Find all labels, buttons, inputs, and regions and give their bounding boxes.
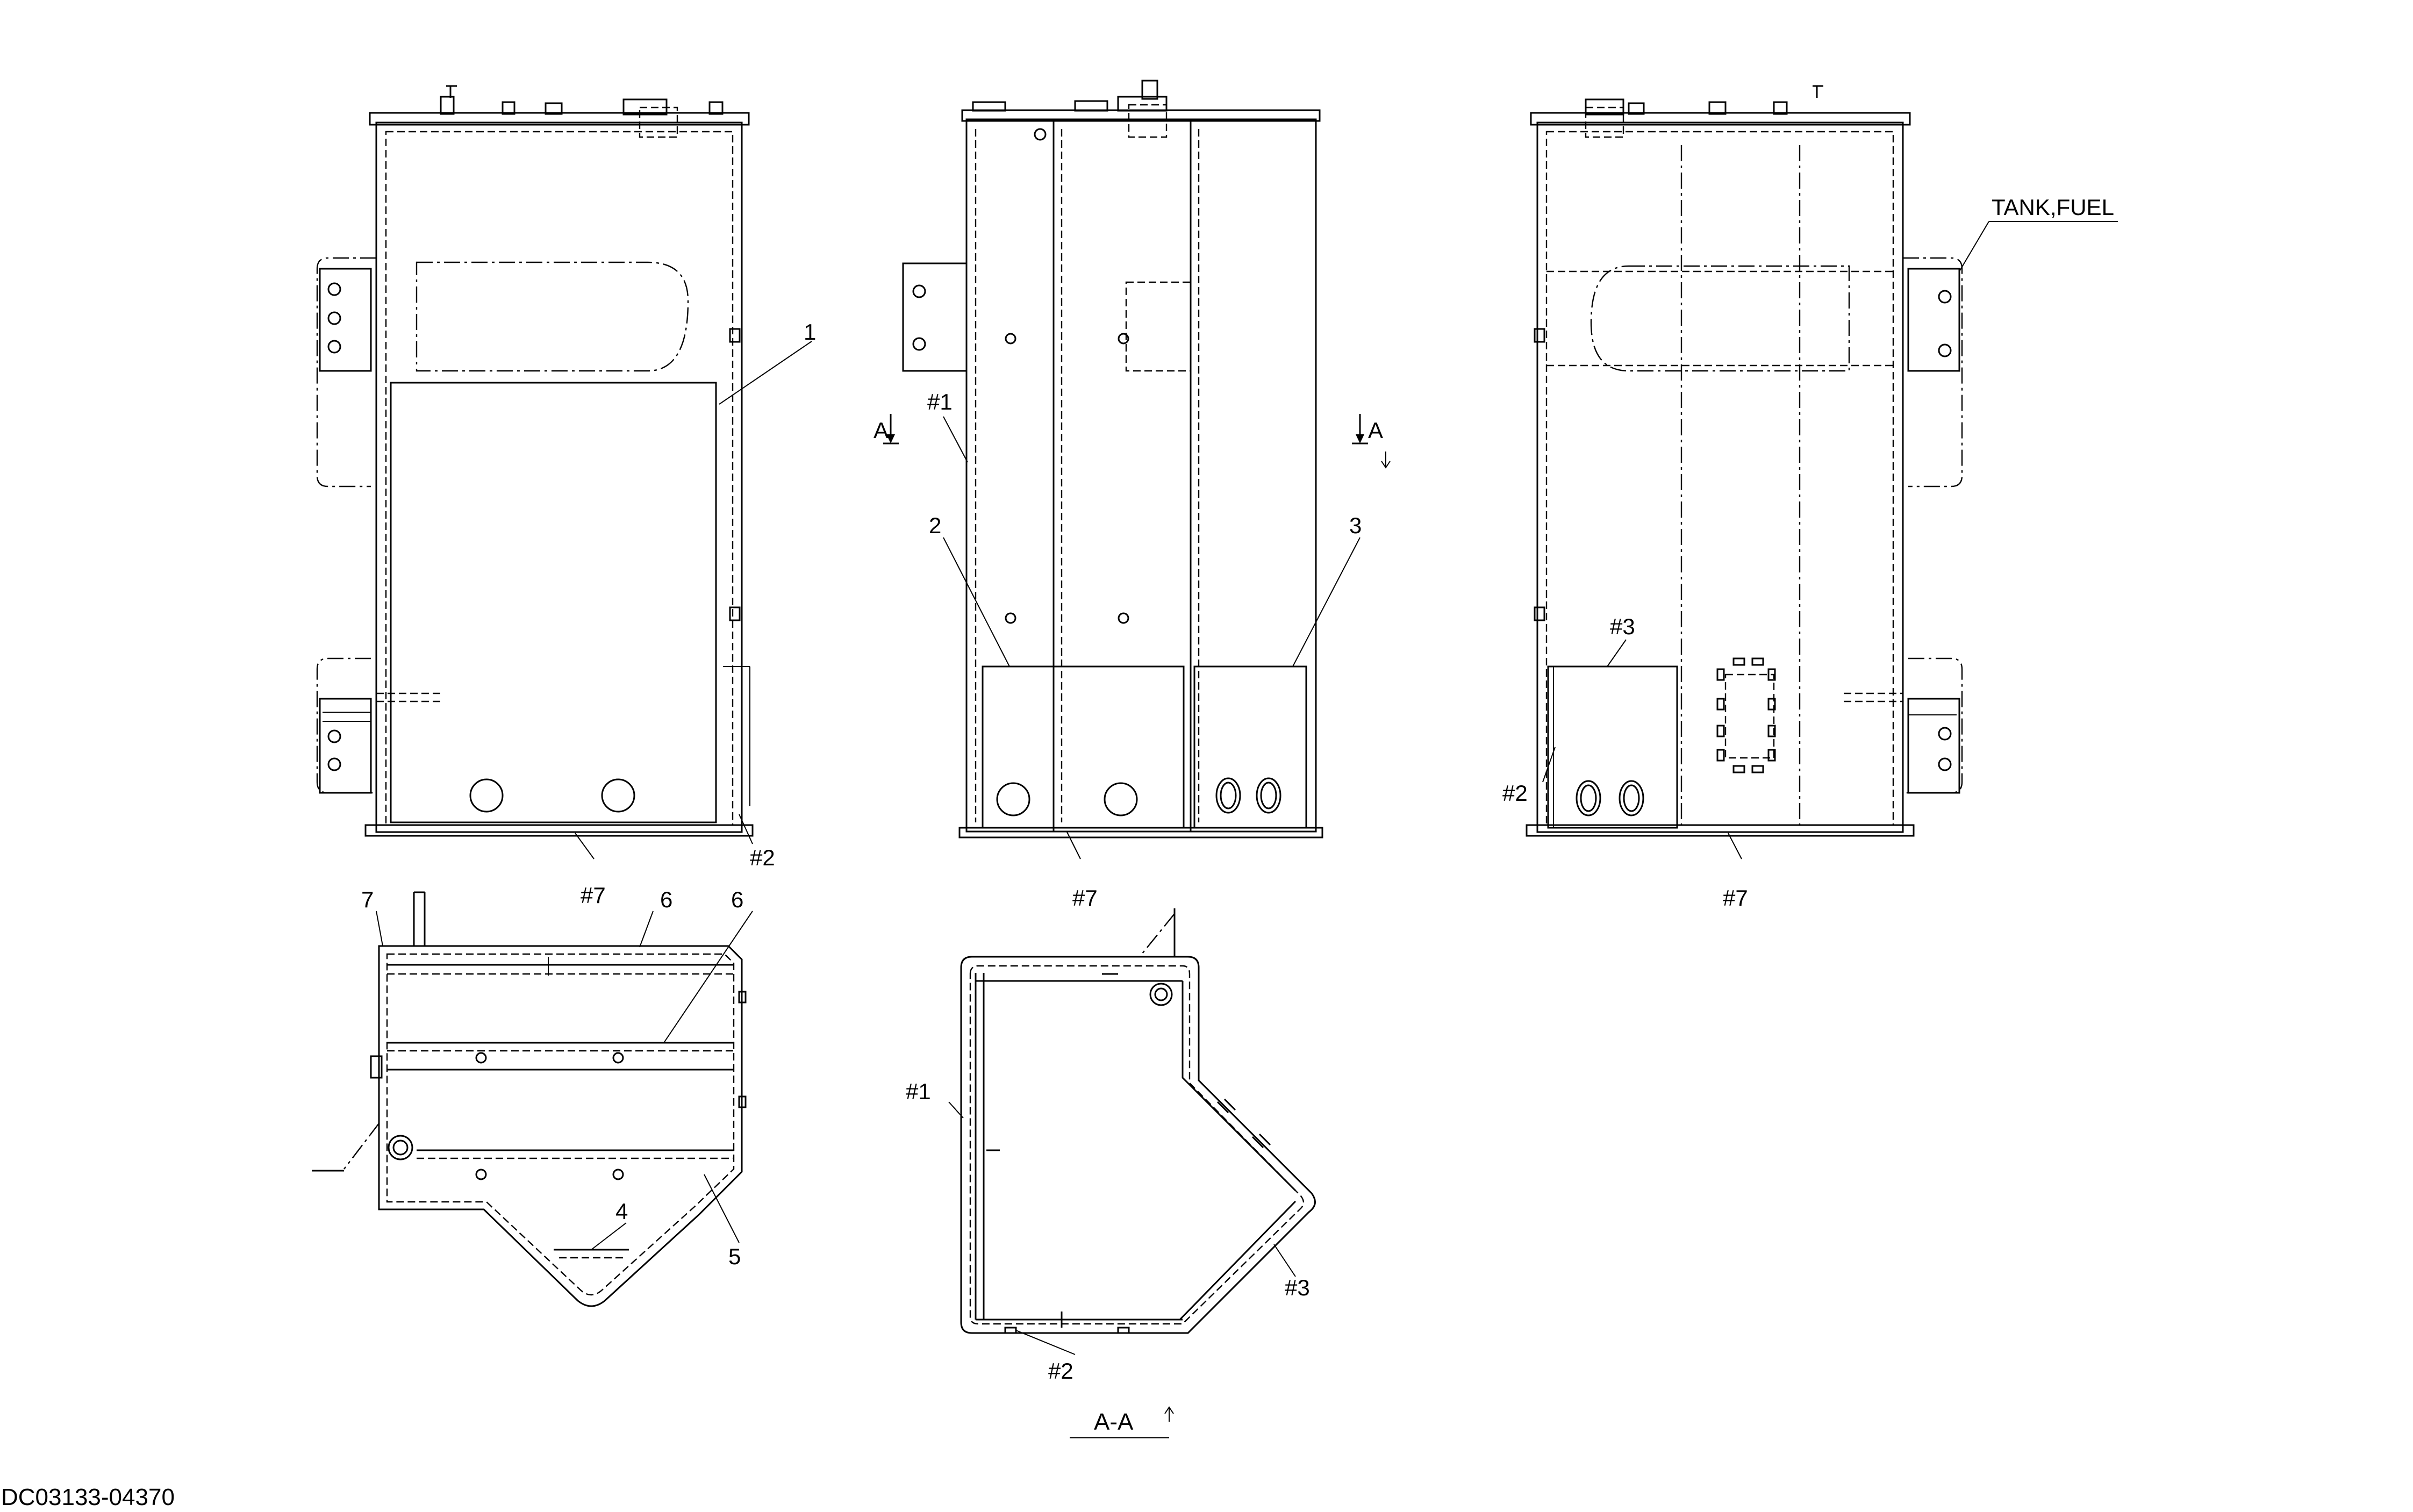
callout-hash1-mid: #1 bbox=[927, 389, 953, 414]
callout-hash2-right: #2 bbox=[1502, 780, 1528, 806]
right-view bbox=[1526, 85, 1963, 837]
tank-fuel-label: TANK,FUEL bbox=[1992, 195, 2114, 220]
callout-hash2-left: #2 bbox=[750, 845, 775, 870]
plan-view bbox=[312, 891, 747, 1307]
callout-hash7-mid: #7 bbox=[1072, 885, 1098, 911]
callout-hash3-sec: #3 bbox=[1285, 1275, 1310, 1300]
callout-5: 5 bbox=[728, 1244, 741, 1269]
callout-hash2-sec: #2 bbox=[1048, 1358, 1073, 1384]
callout-hash3-right: #3 bbox=[1610, 614, 1635, 639]
callout-6b: 6 bbox=[731, 887, 743, 912]
callout-hash7-right: #7 bbox=[1723, 885, 1748, 911]
callout-6a: 6 bbox=[660, 887, 672, 912]
section-cut-marker-right: A bbox=[1368, 418, 1383, 443]
callout-hash7-left: #7 bbox=[581, 883, 606, 908]
callout-7: 7 bbox=[361, 887, 374, 912]
leader-lines bbox=[376, 221, 2118, 1438]
callout-labels: 1 #2 #7 7 6 6 5 4 #1 2 3 #7 A A #3 #2 #7… bbox=[1, 195, 2114, 1510]
callout-1: 1 bbox=[804, 319, 816, 345]
callout-4: 4 bbox=[615, 1199, 628, 1224]
callout-2: 2 bbox=[929, 513, 941, 538]
callout-3: 3 bbox=[1349, 513, 1362, 538]
section-cut-marker-left: A bbox=[873, 418, 889, 443]
section-a-a bbox=[960, 908, 1316, 1334]
middle-view bbox=[883, 80, 1391, 839]
section-title: A-A bbox=[1094, 1409, 1134, 1435]
callout-hash1-sec: #1 bbox=[906, 1079, 931, 1104]
left-view bbox=[316, 85, 754, 837]
drawing-code: DC03133-04370 bbox=[1, 1484, 175, 1510]
